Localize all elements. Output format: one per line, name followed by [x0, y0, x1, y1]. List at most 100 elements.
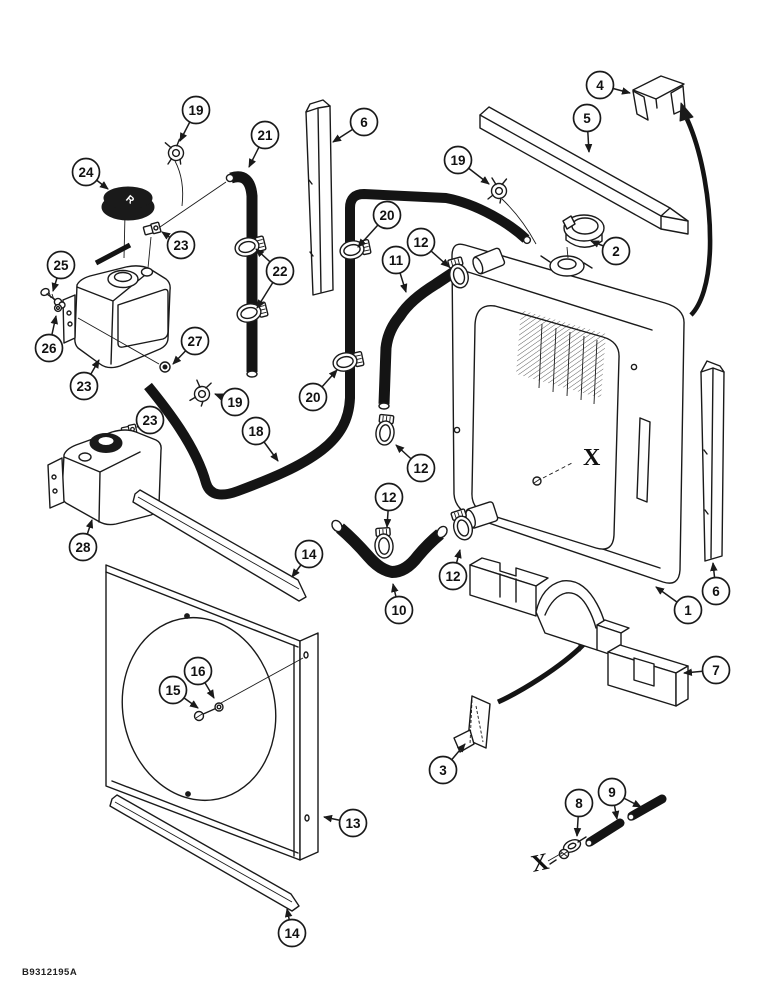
- svg-text:20: 20: [379, 208, 394, 223]
- leader-lines: [77, 160, 563, 862]
- hose-clamp-12: [374, 413, 397, 447]
- drain-valve: [549, 836, 587, 865]
- reservoir-hose-21: [225, 171, 258, 378]
- callout-16: 16: [183, 656, 215, 699]
- svg-text:14: 14: [284, 926, 300, 941]
- callout-13: 13: [323, 808, 368, 838]
- callout-2: 2: [590, 236, 631, 266]
- svg-text:3: 3: [439, 763, 447, 778]
- drain-hose: [627, 794, 667, 821]
- svg-text:19: 19: [450, 153, 465, 168]
- svg-text:18: 18: [248, 424, 264, 439]
- svg-text:6: 6: [360, 115, 368, 130]
- svg-text:12: 12: [413, 461, 428, 476]
- upper-radiator-hose-11: [378, 262, 463, 410]
- svg-text:21: 21: [257, 128, 273, 143]
- svg-text:10: 10: [391, 603, 406, 618]
- fitting-23: [142, 221, 162, 237]
- top-bracket: [632, 75, 686, 121]
- callout-11: 11: [381, 245, 411, 293]
- callout-4: 4: [585, 70, 631, 100]
- svg-text:14: 14: [301, 547, 317, 562]
- hose-clamp-12: [373, 526, 395, 560]
- svg-text:27: 27: [187, 334, 202, 349]
- callout-12: 12: [395, 444, 436, 483]
- top-bar-seal: [479, 106, 689, 235]
- callout-27: 27: [172, 326, 210, 365]
- callout-6: 6: [332, 107, 379, 143]
- callout-12: 12: [406, 227, 450, 268]
- reservoir-cap: R: [94, 186, 155, 266]
- callout-25: 25: [46, 250, 76, 292]
- svg-text:11: 11: [389, 253, 404, 268]
- callout-1: 1: [655, 586, 703, 625]
- svg-text:9: 9: [608, 785, 616, 800]
- bracket-clip: [453, 695, 491, 753]
- callout-12: 12: [374, 482, 404, 528]
- svg-text:16: 16: [190, 664, 206, 679]
- callout-layer: 1234566789101112121212131414151618191919…: [34, 70, 731, 948]
- callout-20: 20: [298, 369, 338, 412]
- svg-text:22: 22: [272, 264, 287, 279]
- callout-3: 3: [428, 743, 466, 785]
- callout-10: 10: [384, 583, 414, 625]
- callout-21: 21: [248, 120, 280, 168]
- radiator: [451, 243, 685, 584]
- plug: [159, 361, 171, 373]
- callout-12: 12: [438, 549, 468, 591]
- side-seal-strip-left: [305, 99, 334, 296]
- svg-text:25: 25: [53, 258, 69, 273]
- callout-19: 19: [443, 145, 490, 185]
- seal-strip-lower: [109, 794, 300, 912]
- svg-text:26: 26: [41, 341, 57, 356]
- svg-text:12: 12: [445, 569, 460, 584]
- svg-text:28: 28: [75, 540, 91, 555]
- svg-text:2: 2: [612, 244, 620, 259]
- routing-curve-upper: [679, 102, 713, 317]
- callout-14: 14: [277, 908, 307, 948]
- spring-clamp-19: [160, 137, 188, 169]
- hose-clamp-22: [234, 299, 270, 326]
- svg-text:24: 24: [78, 165, 94, 180]
- spring-clamp-19: [487, 177, 508, 204]
- svg-text:12: 12: [381, 490, 396, 505]
- svg-text:8: 8: [575, 796, 583, 811]
- callout-6: 6: [701, 562, 731, 606]
- drain-hose: [585, 818, 625, 847]
- routing-curve-lower: [496, 636, 591, 705]
- side-seal-strip-right: [700, 360, 725, 562]
- tank-bracket: [62, 294, 76, 344]
- svg-text:19: 19: [227, 395, 242, 410]
- callout-7: 7: [683, 655, 731, 685]
- svg-text:12: 12: [413, 235, 428, 250]
- svg-text:23: 23: [142, 413, 158, 428]
- shroud-bolt: [193, 702, 224, 722]
- callout-26: 26: [34, 315, 64, 363]
- hose-clamp-20: [337, 236, 373, 262]
- svg-text:19: 19: [188, 103, 203, 118]
- figure-code: B9312195A: [22, 967, 77, 978]
- reservoir-upper: [62, 265, 171, 369]
- svg-text:20: 20: [305, 390, 320, 405]
- drain-screw: [532, 462, 573, 486]
- svg-text:4: 4: [596, 78, 604, 93]
- svg-text:23: 23: [76, 379, 92, 394]
- x-reference-mark: X: [529, 849, 552, 878]
- tank-bracket: [47, 457, 65, 509]
- callout-15: 15: [158, 675, 199, 709]
- elbow-hose-10: [331, 519, 448, 578]
- callout-23: 23: [135, 405, 165, 435]
- callout-9: 9: [597, 777, 642, 820]
- svg-text:6: 6: [712, 584, 720, 599]
- callout-8: 8: [564, 788, 594, 837]
- svg-text:1: 1: [684, 603, 692, 618]
- x-reference-mark: X: [583, 445, 601, 471]
- callout-5: 5: [572, 103, 602, 153]
- svg-text:5: 5: [583, 111, 591, 126]
- svg-text:7: 7: [712, 663, 720, 678]
- foam-seal-block: [469, 557, 689, 707]
- x-mark-layer: XX: [529, 445, 601, 878]
- callout-23: 23: [69, 359, 100, 401]
